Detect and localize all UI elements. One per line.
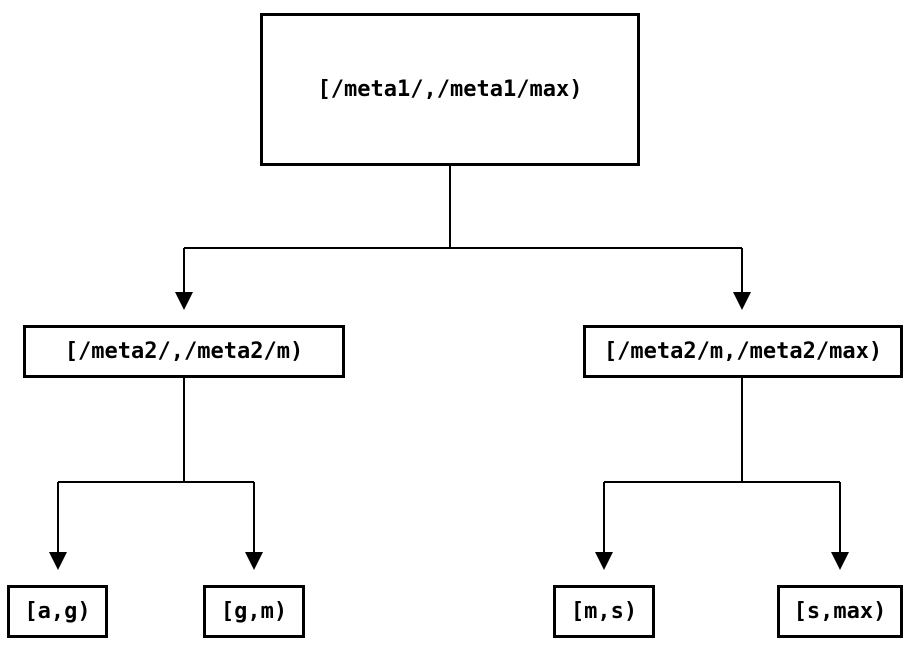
node-right-label: [/meta2/m,/meta2/max): [603, 339, 883, 364]
node-leaf-smax-label: [s,max): [793, 599, 887, 624]
arrowhead-leaf-ag: [49, 552, 67, 570]
arrowhead-leaf-smax: [831, 552, 849, 570]
node-left-child: [/meta2/,/meta2/m): [23, 325, 345, 378]
node-right-child: [/meta2/m,/meta2/max): [583, 325, 903, 378]
node-left-label: [/meta2/,/meta2/m): [64, 339, 304, 364]
node-leaf-ag-label: [a,g): [24, 599, 91, 624]
node-leaf-ms-label: [m,s): [570, 599, 638, 624]
node-root-label: [/meta1/,/meta1/max): [317, 77, 583, 102]
arrowhead-right: [733, 292, 751, 310]
node-leaf-ms: [m,s): [553, 585, 655, 638]
node-leaf-smax: [s,max): [777, 585, 903, 638]
arrowhead-left: [175, 292, 193, 310]
arrowhead-leaf-ms: [595, 552, 613, 570]
node-leaf-gm-label: [g,m): [220, 599, 288, 624]
node-leaf-gm: [g,m): [203, 585, 305, 638]
node-root: [/meta1/,/meta1/max): [260, 13, 640, 166]
arrowhead-leaf-gm: [245, 552, 263, 570]
node-leaf-ag: [a,g): [7, 585, 108, 638]
